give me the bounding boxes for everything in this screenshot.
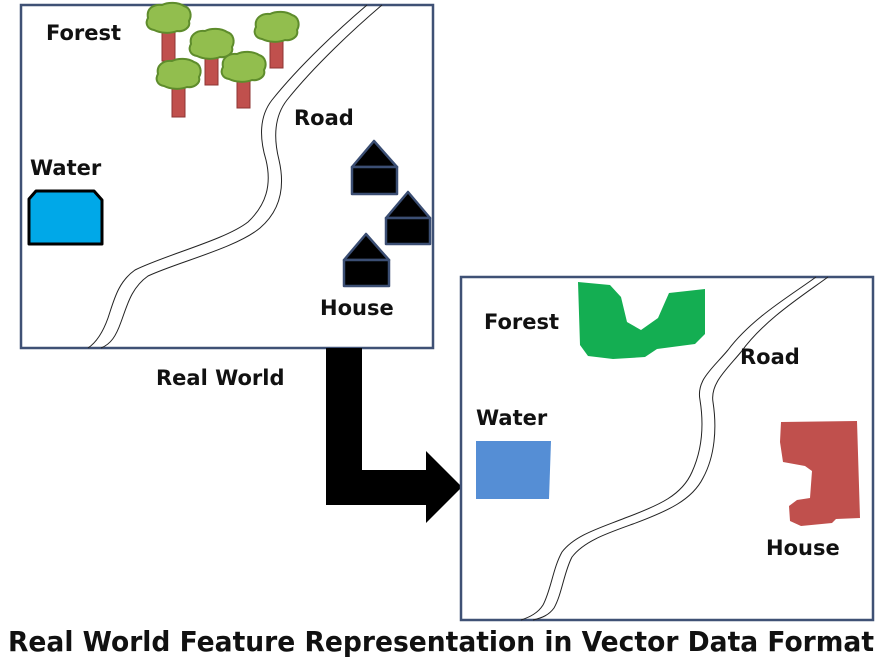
road-edge-right	[100, 4, 383, 349]
vector-water-polygon	[476, 441, 551, 499]
vector-house-polygon	[780, 421, 860, 526]
real-world-label-road: Road	[294, 106, 354, 130]
real-world-label-forest: Forest	[46, 21, 121, 45]
real-world-panel: Forest Road Water House	[19, 1, 435, 350]
real-world-caption: Real World	[156, 366, 285, 390]
real-world-road	[87, 4, 383, 349]
elbow-arrow-icon	[326, 348, 462, 523]
road-edge-right	[532, 276, 829, 621]
road-edge-left	[87, 4, 368, 349]
vector-label-house: House	[766, 536, 840, 560]
vector-label-water: Water	[476, 406, 548, 430]
vector-road	[520, 276, 829, 621]
diagram-title: Real World Feature Representation in Vec…	[8, 625, 874, 658]
real-world-label-house: House	[320, 296, 394, 320]
water-body-icon	[27, 189, 104, 246]
vector-label-road: Road	[740, 345, 800, 369]
tree-icon	[188, 27, 235, 86]
houses	[342, 139, 432, 288]
real-world-label-water: Water	[30, 156, 102, 180]
vector-forest-polygon	[578, 282, 705, 359]
house-icon	[350, 139, 399, 196]
forest-trees	[145, 1, 300, 118]
tree-icon	[220, 50, 267, 109]
road-edge-left	[520, 276, 817, 621]
tree-icon	[155, 57, 202, 118]
house-icon	[342, 232, 391, 288]
tree-icon	[253, 10, 300, 69]
vector-panel: Forest Road Water House	[459, 275, 875, 622]
tree-icon	[145, 1, 192, 62]
house-icon	[384, 190, 432, 246]
vector-label-forest: Forest	[484, 310, 559, 334]
